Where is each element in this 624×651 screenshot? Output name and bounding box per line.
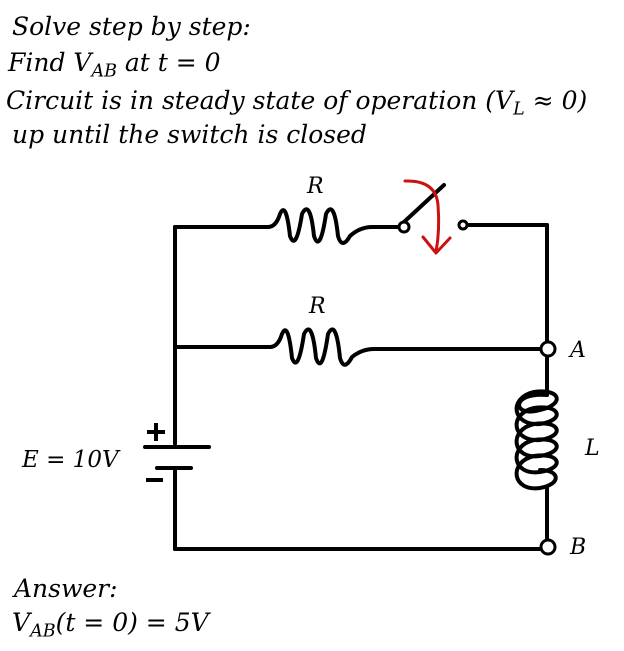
problem-line-2-sub: AB xyxy=(91,61,117,82)
problem-line-3-suffix: ≈ 0) xyxy=(524,86,588,115)
problem-line-1-text: Solve step by step: xyxy=(12,12,251,41)
node-b-label: B xyxy=(570,535,587,560)
inductor-label: L xyxy=(585,436,600,461)
resistor-top-label: R xyxy=(307,174,324,199)
problem-line-2: Find VAB at t = 0 xyxy=(8,50,221,81)
switch-close-arrow xyxy=(403,179,452,255)
answer-heading: Answer: xyxy=(14,576,118,601)
problem-line-4: up until the switch is closed xyxy=(12,122,367,147)
problem-line-1: Solve step by step: xyxy=(12,14,251,39)
answer-value: VAB(t = 0) = 5V xyxy=(12,610,209,641)
switch-blade xyxy=(402,183,446,224)
resistor-mid-label: R xyxy=(309,294,326,319)
node-a-terminal xyxy=(539,340,557,358)
problem-line-3-prefix: Circuit is in steady state of operation … xyxy=(6,86,514,115)
problem-line-4-text: up until the switch is closed xyxy=(12,120,367,149)
resistor-top xyxy=(266,207,374,245)
problem-line-3-sub: L xyxy=(513,99,525,120)
problem-line-3: Circuit is in steady state of operation … xyxy=(6,88,587,119)
answer-suffix: (t = 0) = 5V xyxy=(55,608,209,637)
answer-prefix: V xyxy=(12,608,31,637)
problem-line-2-prefix: Find V xyxy=(8,48,92,77)
node-a-label: A xyxy=(570,338,586,363)
node-b-terminal xyxy=(539,538,557,556)
resistor-mid xyxy=(268,327,376,367)
switch-left-contact xyxy=(397,220,411,234)
answer-sub: AB xyxy=(30,621,56,642)
answer-heading-text: Answer: xyxy=(14,574,118,603)
source-label: E = 10V xyxy=(22,447,119,473)
inductor-coil xyxy=(514,389,559,491)
switch-right-contact xyxy=(457,219,469,231)
problem-line-2-suffix: at t = 0 xyxy=(116,48,221,77)
